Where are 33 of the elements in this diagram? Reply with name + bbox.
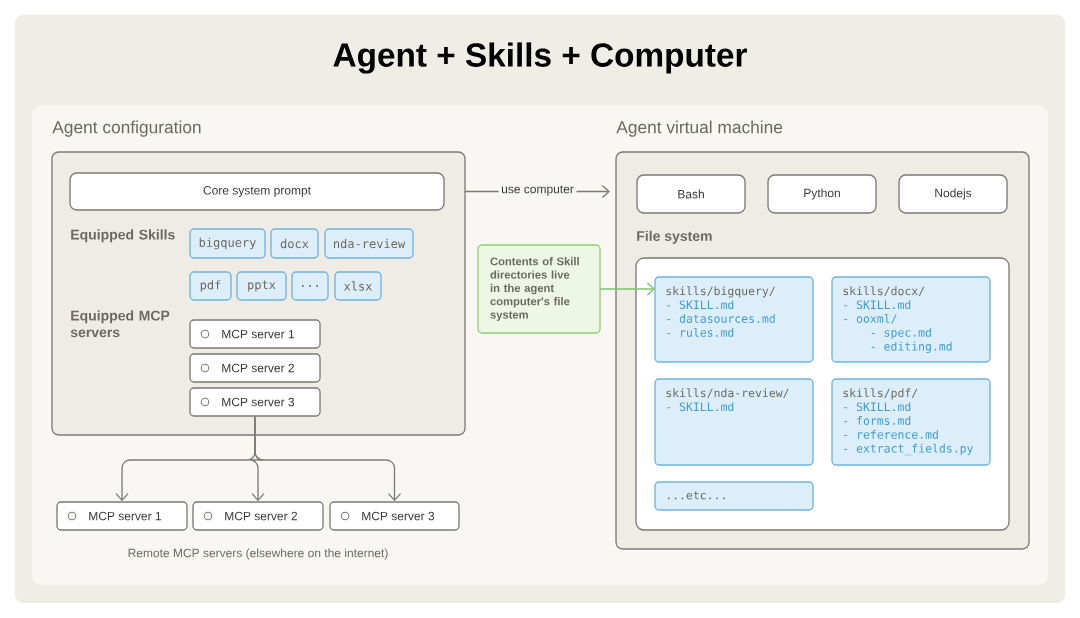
runtime-box: Python bbox=[767, 174, 877, 214]
server-box: MCP server 3 bbox=[189, 387, 321, 417]
section-label: Equipped MCP servers bbox=[70, 310, 170, 338]
arrow bbox=[254, 416, 402, 502]
panel-heading: Agent configuration bbox=[52, 120, 201, 137]
runtime-box: Nodejs bbox=[898, 174, 1008, 214]
server-box: MCP server 3 bbox=[329, 501, 460, 531]
edge-label: use computer bbox=[501, 185, 574, 196]
directory-card: skills/nda-review/ - SKILL.md bbox=[654, 378, 814, 466]
skill-chip: nda-review bbox=[324, 228, 414, 259]
prompt-box: Core system prompt bbox=[69, 172, 445, 211]
title: Agent + Skills + Computer bbox=[333, 42, 747, 74]
server-box: MCP server 1 bbox=[189, 319, 321, 349]
skill-chip: docx bbox=[270, 228, 319, 259]
runtime-box: Bash bbox=[636, 174, 746, 214]
server-box: MCP server 2 bbox=[189, 353, 321, 383]
skill-chip: bigquery bbox=[189, 228, 266, 259]
note-box: Contents of Skill directories live in the agent computer's file system bbox=[477, 244, 601, 334]
caption-text: Remote MCP servers (elsewhere on the internet) bbox=[128, 548, 388, 560]
skill-chip: xlsx bbox=[334, 271, 382, 301]
directory-card: skills/docx/ - SKILL.md - ooxml/ - spec.md - editing.md bbox=[831, 276, 991, 363]
skill-chip: pptx bbox=[236, 271, 287, 301]
panel-heading: Agent virtual machine bbox=[616, 120, 783, 137]
directory-card: skills/pdf/ - SKILL.md - forms.md - reference.md - extract_fields.py bbox=[831, 378, 991, 466]
directory-card: ...etc... bbox=[654, 481, 814, 511]
server-box: MCP server 2 bbox=[192, 501, 324, 531]
skill-chip: pdf bbox=[189, 271, 232, 301]
server-box: MCP server 1 bbox=[56, 501, 188, 531]
arrow bbox=[599, 282, 655, 296]
section-label: Equipped Skills bbox=[71, 229, 175, 243]
panel-heading: File system bbox=[637, 230, 712, 244]
skill-chip: ... bbox=[291, 271, 329, 301]
directory-card: skills/bigquery/ - SKILL.md - datasources.md - rules.md bbox=[654, 276, 814, 363]
